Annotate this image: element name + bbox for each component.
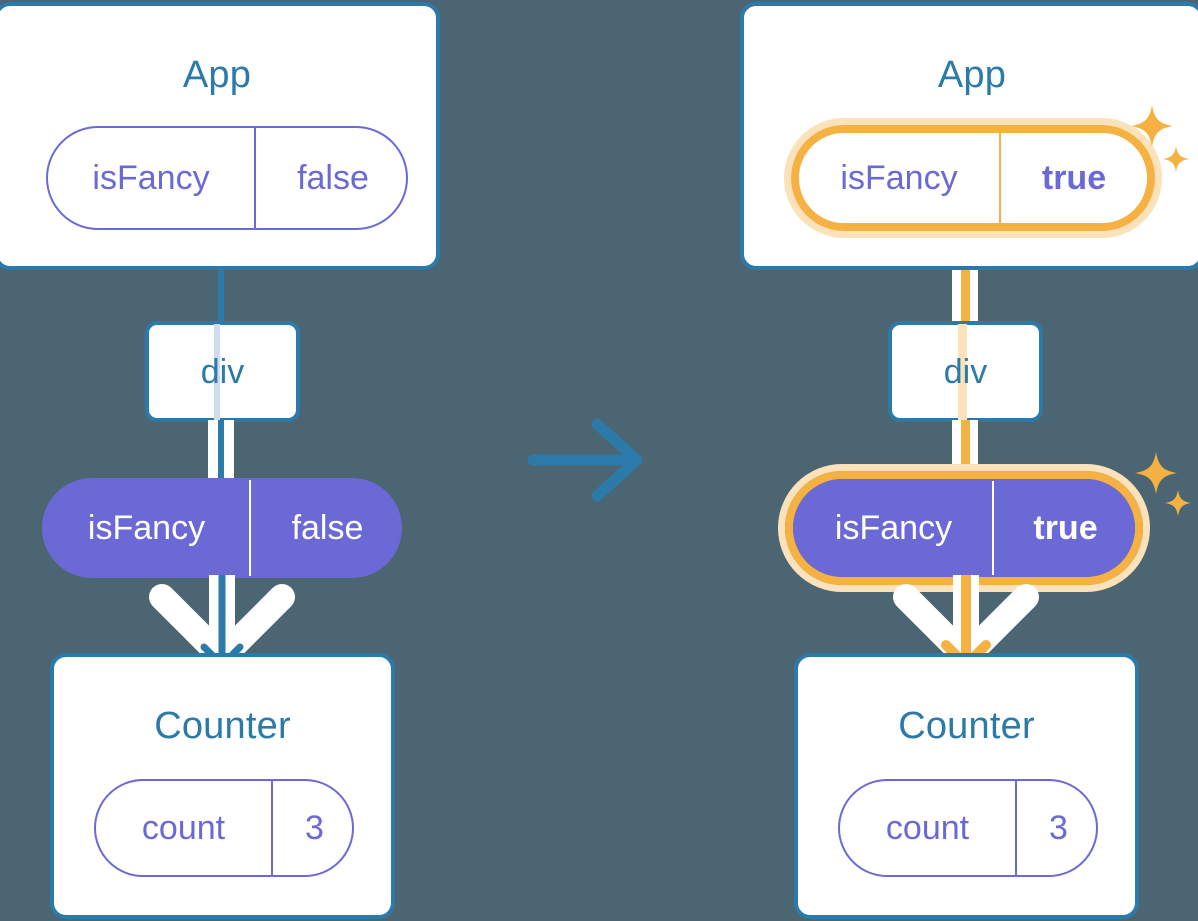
transition-arrow-right-icon (527, 418, 643, 502)
app-state-pill-ring-after (791, 125, 1155, 231)
div-box-before: div (145, 321, 300, 423)
prop-key-after: isFancy (834, 508, 953, 547)
div-title-after: div (943, 353, 988, 391)
prop-key-before: isFancy (87, 508, 206, 547)
app-state-pill-before: isFancy false (46, 126, 408, 230)
app-state-key-before: isFancy (92, 158, 210, 197)
div-inner-flow-line-before (214, 324, 220, 423)
div-inner-flow-line-after (958, 324, 967, 423)
app-state-value-before: false (254, 128, 406, 228)
sparkle-large-icon-app-after (1131, 105, 1173, 147)
connector-app-to-div-before (218, 264, 224, 324)
sparkle-small-icon-app-after (1163, 146, 1189, 172)
app-title-before: App (182, 54, 252, 96)
counter-state-value-after: 3 (1015, 781, 1096, 875)
prop-pill-after: isFancy true (793, 479, 1135, 577)
counter-state-value-before: 3 (271, 781, 352, 875)
prop-value-after: true (992, 481, 1133, 575)
arrows-prop-to-counter-before (149, 575, 295, 669)
prop-value-before: false (249, 480, 400, 576)
counter-state-key-after: count (885, 808, 970, 847)
flow-line-app-to-div-after (961, 225, 970, 325)
app-state-pill-after: isFancy true (799, 133, 1147, 223)
arrows-prop-to-counter-after (893, 575, 1039, 670)
app-state-key-after: isFancy (840, 158, 958, 197)
div-title-before: div (200, 353, 245, 391)
div-box-after: div (888, 321, 1043, 423)
app-state-pill-glow-after (784, 118, 1162, 238)
app-box-after: App isFancy true (740, 2, 1198, 270)
app-box-before: App isFancy false (0, 2, 440, 270)
counter-state-pill-before: count 3 (94, 779, 354, 877)
app-state-value-after: true (999, 133, 1147, 223)
counter-state-pill-after: count 3 (838, 779, 1098, 877)
flow-line-div-to-prop-after (961, 420, 970, 482)
flow-line-div-to-prop-before (218, 420, 224, 482)
counter-box-before: Counter count 3 (50, 653, 395, 919)
sparkle-small-icon-prop-after (1165, 490, 1191, 516)
prop-pill-before: isFancy false (42, 478, 402, 578)
sparkle-large-icon-prop-after (1135, 452, 1177, 494)
counter-title-before: Counter (154, 705, 291, 747)
counter-title-after: Counter (898, 705, 1035, 747)
counter-state-key-before: count (141, 808, 226, 847)
app-title-after: App (937, 54, 1007, 96)
counter-box-after: Counter count 3 (794, 653, 1139, 919)
